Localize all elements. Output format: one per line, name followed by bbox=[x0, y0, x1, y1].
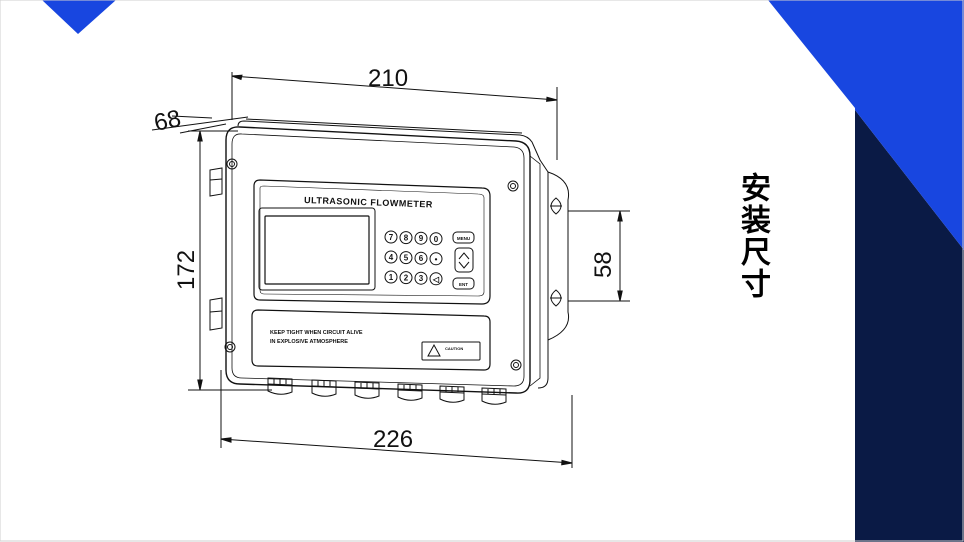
menu-key-label: MENU bbox=[457, 236, 470, 241]
ent-key-label: ENT bbox=[459, 282, 468, 287]
dim-68-line bbox=[179, 123, 227, 134]
cable-gland bbox=[439, 385, 465, 403]
ent-key bbox=[452, 277, 475, 290]
keypad-key-label: • bbox=[435, 255, 438, 264]
keypad-key-circle bbox=[399, 231, 413, 245]
keypad-key-circle bbox=[429, 272, 443, 286]
cable-gland bbox=[311, 379, 337, 397]
cable-gland bbox=[354, 381, 380, 399]
keypad-key-label: 3 bbox=[419, 274, 424, 283]
cable-gland bbox=[267, 377, 293, 395]
updown-arrows-icon bbox=[458, 252, 470, 269]
dim-172-label: 172 bbox=[173, 250, 200, 290]
left-hinges bbox=[209, 167, 223, 331]
dim-226-line bbox=[220, 438, 573, 464]
keypad-key-circle bbox=[384, 270, 398, 284]
keypad-key-label: 2 bbox=[404, 274, 409, 283]
warning-line-2: IN EXPLOSIVE ATMOSPHERE bbox=[270, 339, 348, 345]
right-blue-band bbox=[768, 0, 964, 250]
cable-gland bbox=[397, 383, 423, 401]
title-wrap: 安装尺寸 bbox=[730, 172, 774, 305]
keypad-key-circle bbox=[429, 252, 443, 266]
cable-glands bbox=[267, 377, 507, 405]
keypad-key-label: 5 bbox=[404, 254, 409, 263]
keypad-key-circle bbox=[399, 251, 413, 265]
keypad-key-circle bbox=[399, 271, 413, 285]
keypad-key-circle bbox=[414, 271, 428, 285]
mounting-bracket bbox=[547, 171, 570, 341]
dim-226-label: 226 bbox=[373, 426, 413, 453]
side-title: 安装尺寸 bbox=[735, 172, 770, 300]
keypad: 7 8 9 0 4 5 6 • 1 2 3 ◁ MENU ENT bbox=[384, 230, 475, 290]
caution-box bbox=[421, 341, 481, 361]
warning-panel bbox=[251, 309, 491, 371]
enclosure bbox=[224, 118, 549, 394]
panel-title: ULTRASONIC FLOWMETER bbox=[304, 195, 433, 209]
keypad-key-circle bbox=[384, 250, 398, 264]
cable-gland bbox=[481, 387, 507, 405]
keypad-key-circle bbox=[414, 231, 428, 245]
lcd-frame bbox=[258, 207, 376, 291]
updown-key bbox=[454, 247, 474, 273]
dim-210-line bbox=[231, 75, 558, 101]
dim-68-label: 68 bbox=[152, 105, 184, 137]
keypad-key-circle bbox=[429, 232, 443, 246]
menu-key bbox=[452, 231, 475, 244]
lcd-screen bbox=[264, 215, 370, 285]
keypad-key-label: 8 bbox=[404, 234, 409, 243]
keypad-key-circle bbox=[414, 251, 428, 265]
right-navy-band bbox=[855, 110, 964, 542]
dim-210-label: 210 bbox=[368, 65, 408, 92]
keypad-key-label: 1 bbox=[389, 273, 394, 282]
keypad-key-label: 7 bbox=[389, 233, 394, 242]
keypad-key-label: ◁ bbox=[432, 275, 440, 284]
top-left-blue-triangle bbox=[42, 0, 116, 34]
dim-58-label: 58 bbox=[590, 251, 617, 278]
keypad-key-label: 0 bbox=[434, 235, 439, 244]
keypad-key-label: 4 bbox=[389, 253, 394, 262]
caution-label: CAUTION bbox=[445, 346, 463, 351]
front-panel bbox=[253, 179, 491, 305]
keypad-key-label: 6 bbox=[419, 254, 424, 263]
warning-line-1: KEEP TIGHT WHEN CIRCUIT ALIVE bbox=[270, 330, 363, 336]
keypad-key-circle bbox=[384, 230, 398, 244]
keypad-key-label: 9 bbox=[419, 234, 424, 243]
